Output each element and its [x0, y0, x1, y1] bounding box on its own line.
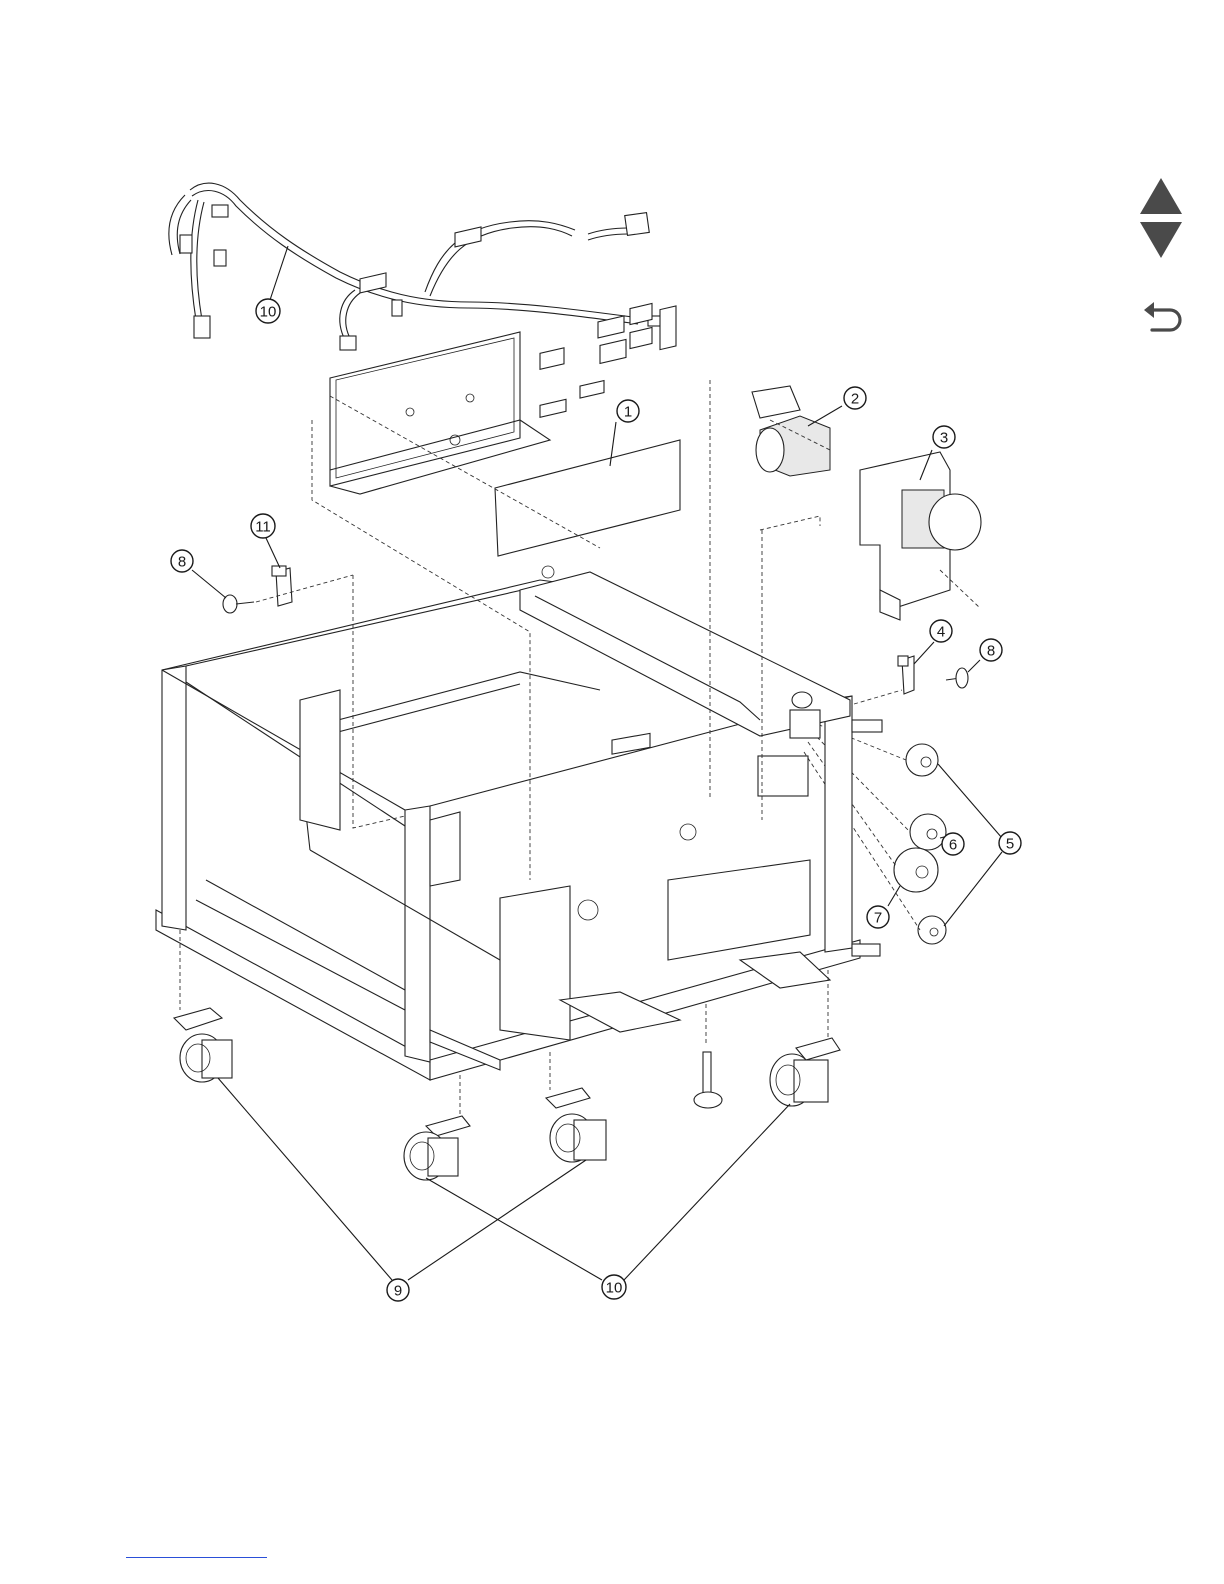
main-frame — [156, 566, 882, 1080]
callout-10-harness: 10 — [256, 299, 280, 323]
callout-6: 6 — [942, 833, 964, 855]
cable-harness — [169, 183, 662, 350]
caster-front-left — [174, 1008, 232, 1082]
mounting-bracket-plate — [330, 227, 550, 494]
callout-1: 1 — [617, 400, 639, 422]
svg-text:11: 11 — [255, 519, 271, 536]
svg-text:8: 8 — [178, 554, 186, 571]
svg-text:6: 6 — [949, 837, 957, 854]
callout-5: 5 — [999, 832, 1021, 854]
svg-text:4: 4 — [937, 624, 945, 641]
svg-text:2: 2 — [851, 391, 859, 408]
callout-11: 11 — [251, 514, 275, 538]
svg-text:1: 1 — [624, 404, 632, 421]
callout-9: 9 — [387, 1279, 409, 1301]
svg-text:3: 3 — [940, 430, 948, 447]
leveling-foot — [694, 1052, 722, 1108]
footer-link-underline[interactable] — [126, 1557, 267, 1558]
svg-text:5: 5 — [1006, 836, 1014, 853]
thumb-screw-left — [192, 570, 254, 613]
svg-text:9: 9 — [394, 1283, 402, 1300]
caster-rear-right — [770, 1038, 840, 1106]
callout-3: 3 — [933, 426, 955, 448]
thumb-screw-right — [946, 660, 980, 688]
callout-8-right: 8 — [980, 639, 1002, 661]
svg-text:8: 8 — [987, 643, 995, 660]
svg-text:10: 10 — [260, 304, 277, 321]
callout-10-casters: 10 — [602, 1275, 626, 1299]
motor-bracket-assembly — [860, 450, 981, 620]
small-bracket — [898, 642, 934, 694]
callout-4: 4 — [930, 620, 952, 642]
callout-8-left: 8 — [171, 550, 193, 572]
svg-text:10: 10 — [606, 1280, 623, 1297]
caster-middle-right — [546, 1088, 606, 1162]
caster-middle-left — [404, 1116, 470, 1180]
control-board — [495, 303, 680, 556]
drive-motor — [752, 386, 842, 476]
callout-7: 7 — [867, 906, 889, 928]
svg-text:7: 7 — [874, 910, 882, 927]
caster-leader-lines — [218, 1078, 790, 1280]
callout-2: 2 — [844, 387, 866, 409]
